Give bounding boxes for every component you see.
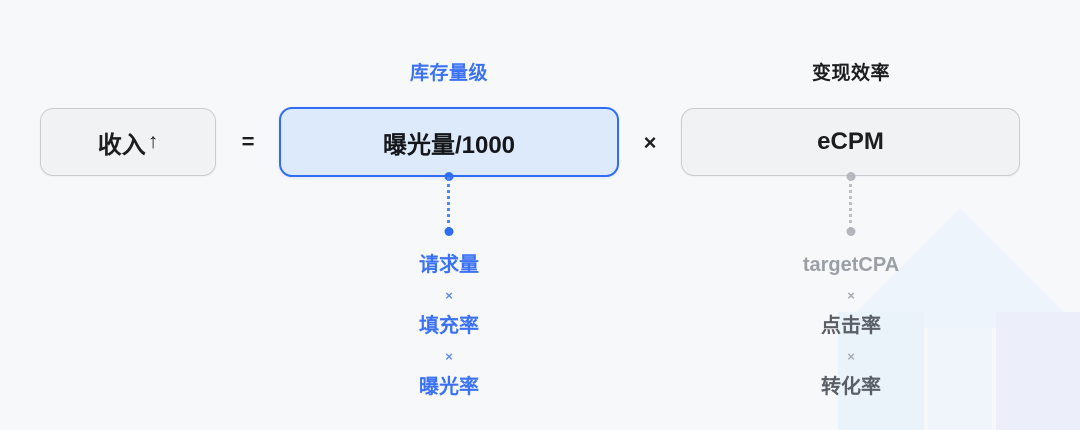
- impressions-box-label: 曝光量/1000: [382, 131, 516, 159]
- connector-dot-top: [444, 172, 453, 181]
- ecpm-box-label: eCPM: [817, 128, 884, 155]
- breakdown-operator: ×: [445, 288, 453, 303]
- arrow-up-icon: ↑: [147, 129, 159, 153]
- breakdown-operator: ×: [445, 349, 453, 364]
- breakdown-term: 请求量: [419, 254, 479, 276]
- connector-dot-bottom: [846, 227, 855, 236]
- connector-dot-top: [846, 172, 855, 181]
- column-header-inventory: 库存量级: [409, 63, 488, 84]
- connector-line: [447, 177, 450, 231]
- revenue-box[interactable]: 收入↑: [40, 108, 216, 176]
- connector-dot-bottom: [444, 227, 453, 236]
- connector-line: [849, 177, 852, 231]
- breakdown-operator: ×: [847, 349, 855, 364]
- impressions-box[interactable]: 曝光量/1000: [279, 107, 619, 177]
- column-header-efficiency: 变现效率: [811, 63, 890, 84]
- connector-inventory: [444, 172, 453, 236]
- breakdown-term: 转化率: [821, 376, 881, 398]
- breakdown-term: 点击率: [821, 315, 881, 337]
- breakdown-efficiency: targetCPA × 点击率 × 转化率: [751, 255, 951, 397]
- breakdown-term: 曝光率: [419, 376, 479, 398]
- connector-efficiency: [846, 172, 855, 236]
- multiply-operator: ×: [643, 130, 657, 155]
- ecpm-box[interactable]: eCPM: [681, 108, 1020, 176]
- breakdown-term: 填充率: [419, 315, 479, 337]
- equals-operator: =: [241, 129, 255, 154]
- breakdown-operator: ×: [847, 288, 855, 303]
- breakdown-inventory: 请求量 × 填充率 × 曝光率: [349, 255, 549, 397]
- breakdown-term: targetCPA: [802, 254, 900, 276]
- revenue-box-label: 收入↑: [98, 125, 159, 160]
- revenue-box-text: 收入: [97, 131, 146, 159]
